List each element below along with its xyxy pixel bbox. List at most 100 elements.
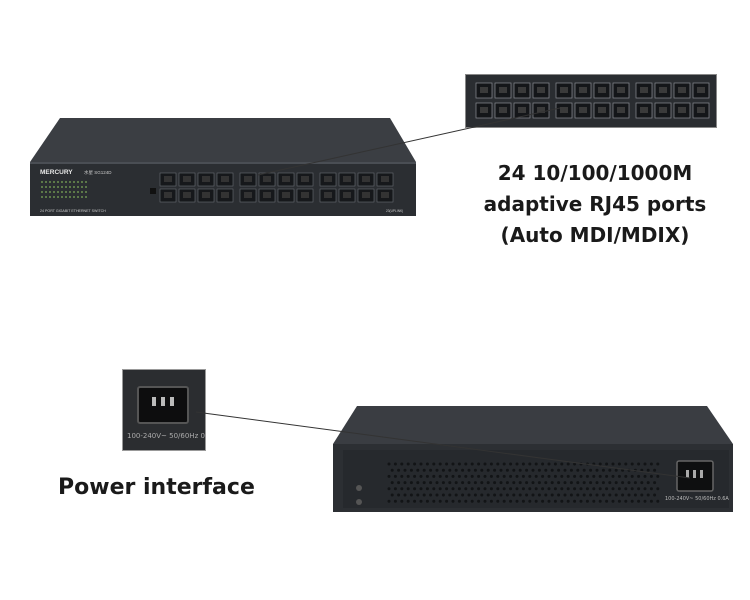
vent-hole bbox=[464, 499, 468, 503]
vent-hole bbox=[509, 462, 513, 466]
vent-hole bbox=[397, 481, 401, 485]
vent-hole bbox=[461, 468, 465, 472]
vent-hole bbox=[557, 493, 561, 497]
vent-hole bbox=[621, 481, 625, 485]
status-led bbox=[45, 181, 47, 183]
vent-hole bbox=[547, 474, 551, 478]
vent-hole bbox=[544, 493, 548, 497]
power-callout: Power interface bbox=[58, 475, 255, 500]
port-contacts bbox=[244, 176, 252, 182]
vent-hole bbox=[624, 474, 628, 478]
vent-hole bbox=[467, 481, 471, 485]
vent-hole bbox=[640, 493, 644, 497]
vent-hole bbox=[387, 462, 391, 466]
vent-hole bbox=[477, 474, 481, 478]
status-led bbox=[77, 181, 79, 183]
vent-hole bbox=[451, 462, 455, 466]
vent-hole bbox=[509, 487, 513, 491]
vent-hole bbox=[403, 493, 407, 497]
ports-zoom-inset bbox=[465, 74, 717, 128]
front-port-block bbox=[159, 172, 394, 203]
port-contacts bbox=[659, 107, 667, 113]
vent-hole bbox=[480, 493, 484, 497]
vent-hole bbox=[637, 462, 641, 466]
port-contacts bbox=[362, 192, 370, 198]
vent-hole bbox=[601, 493, 605, 497]
vent-hole bbox=[454, 481, 458, 485]
vent-hole bbox=[470, 474, 474, 478]
vent-hole bbox=[589, 481, 593, 485]
status-led bbox=[65, 191, 67, 193]
vent-hole bbox=[541, 474, 545, 478]
vent-hole bbox=[502, 499, 506, 503]
vent-hole bbox=[582, 493, 586, 497]
port-contacts bbox=[640, 107, 648, 113]
vent-hole bbox=[653, 481, 657, 485]
vent-hole bbox=[643, 499, 647, 503]
vent-hole bbox=[630, 487, 634, 491]
port-contacts bbox=[697, 87, 705, 93]
vent-hole bbox=[422, 468, 426, 472]
status-led bbox=[49, 181, 51, 183]
vent-hole bbox=[406, 474, 410, 478]
vent-hole bbox=[445, 499, 449, 503]
vent-hole bbox=[486, 493, 490, 497]
vent-hole bbox=[643, 474, 647, 478]
vent-hole bbox=[451, 499, 455, 503]
vent-hole bbox=[573, 462, 577, 466]
vent-hole bbox=[387, 487, 391, 491]
vent-hole bbox=[502, 462, 506, 466]
vent-hole bbox=[611, 462, 615, 466]
vent-hole bbox=[643, 487, 647, 491]
status-led bbox=[53, 196, 55, 198]
vent-hole bbox=[544, 468, 548, 472]
vent-hole bbox=[483, 487, 487, 491]
vent-hole bbox=[477, 462, 481, 466]
vent-hole bbox=[406, 499, 410, 503]
port-contacts bbox=[678, 107, 686, 113]
port-contacts bbox=[202, 192, 210, 198]
port-contacts bbox=[164, 176, 172, 182]
vent-hole bbox=[653, 468, 657, 472]
vent-hole bbox=[611, 499, 615, 503]
vent-hole bbox=[653, 493, 657, 497]
vent-hole bbox=[656, 462, 660, 466]
vent-hole bbox=[633, 468, 637, 472]
status-led bbox=[65, 181, 67, 183]
status-led bbox=[61, 186, 63, 188]
vent-hole bbox=[525, 481, 529, 485]
vent-hole bbox=[515, 474, 519, 478]
power-zoom-inset: 100-240V~ 50/60Hz 0.6A bbox=[122, 369, 206, 451]
vent-hole bbox=[493, 468, 497, 472]
status-led bbox=[57, 196, 59, 198]
vent-hole bbox=[393, 499, 397, 503]
vent-hole bbox=[393, 462, 397, 466]
port-contacts bbox=[560, 87, 568, 93]
vent-hole bbox=[406, 462, 410, 466]
port-contacts bbox=[301, 176, 309, 182]
status-led bbox=[65, 186, 67, 188]
vent-hole bbox=[560, 474, 564, 478]
vent-hole bbox=[573, 487, 577, 491]
vent-hole bbox=[550, 468, 554, 472]
port-contacts bbox=[381, 176, 389, 182]
vent-hole bbox=[585, 462, 589, 466]
vent-hole bbox=[624, 487, 628, 491]
port-contacts bbox=[343, 192, 351, 198]
vent-hole bbox=[464, 462, 468, 466]
vent-hole bbox=[429, 493, 433, 497]
vent-hole bbox=[477, 487, 481, 491]
vent-hole bbox=[387, 499, 391, 503]
vent-hole bbox=[608, 493, 612, 497]
vent-hole bbox=[489, 462, 493, 466]
vent-hole bbox=[531, 468, 535, 472]
vent-hole bbox=[470, 499, 474, 503]
vent-hole bbox=[595, 481, 599, 485]
vent-hole bbox=[509, 474, 513, 478]
status-led bbox=[81, 181, 83, 183]
vent-hole bbox=[397, 493, 401, 497]
vent-hole bbox=[640, 468, 644, 472]
vent-hole bbox=[557, 468, 561, 472]
vent-hole bbox=[579, 499, 583, 503]
status-led bbox=[65, 196, 67, 198]
